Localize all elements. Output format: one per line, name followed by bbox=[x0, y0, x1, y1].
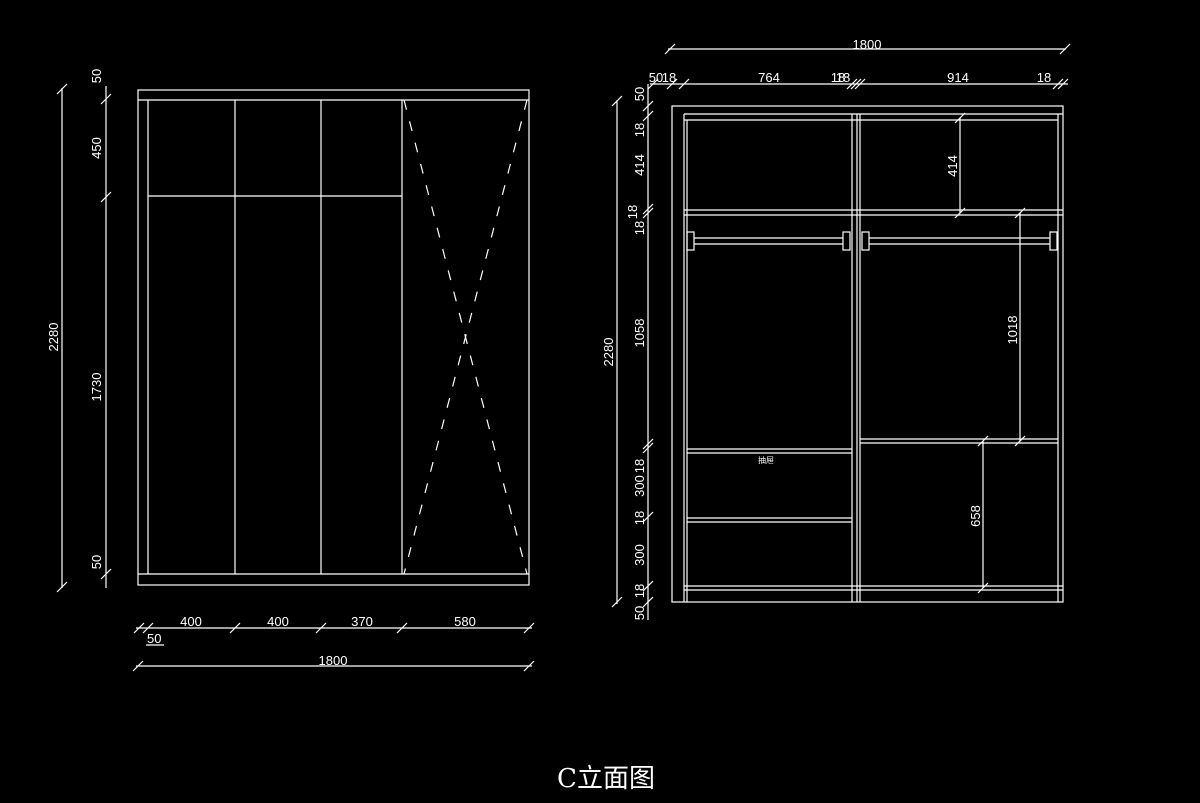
dim-v4: 18 bbox=[625, 205, 640, 219]
dim-tick bbox=[854, 78, 866, 90]
right-top-dimensions: 1800 50 18 764 18 18 914 18 bbox=[647, 37, 1071, 90]
dim-v9: 18 bbox=[632, 511, 647, 525]
dim-tick bbox=[56, 581, 68, 593]
dim-tick bbox=[396, 622, 408, 634]
dim-tick bbox=[611, 95, 623, 107]
dim-tick bbox=[1014, 435, 1026, 447]
dim-tick bbox=[642, 511, 654, 523]
dim-w1: 400 bbox=[180, 614, 202, 629]
dim-tick bbox=[642, 596, 654, 608]
dim-v3: 414 bbox=[632, 154, 647, 176]
dim-tick bbox=[133, 622, 145, 634]
dim-total-width: 1800 bbox=[319, 653, 348, 668]
dim-tick bbox=[642, 580, 654, 592]
dim-tick bbox=[611, 596, 623, 608]
left-horizontal-dimensions: 400 400 370 580 50 1800 bbox=[132, 614, 535, 672]
dim-top-d2: 18 bbox=[662, 70, 676, 85]
dim-top: 50 bbox=[89, 69, 104, 83]
right-inner-dimensions: 414 1018 658 bbox=[945, 112, 1026, 594]
dim-right-total-height: 2280 bbox=[601, 338, 616, 367]
dim-tick bbox=[666, 78, 678, 90]
dim-bottom: 50 bbox=[89, 555, 104, 569]
dim-side: 50 bbox=[147, 631, 161, 646]
rod-bracket-right-b bbox=[1049, 231, 1058, 251]
dim-tick bbox=[1014, 207, 1026, 219]
dim-tick bbox=[1059, 43, 1071, 55]
left-outer-frame bbox=[137, 89, 530, 586]
dim-body: 1730 bbox=[89, 373, 104, 402]
dim-top-d3: 764 bbox=[758, 70, 780, 85]
dim-upper-right: 414 bbox=[945, 155, 960, 177]
dim-tick bbox=[1052, 78, 1064, 90]
dim-tick bbox=[315, 622, 327, 634]
dim-top-d4: 18 bbox=[831, 70, 845, 85]
drawing-title: C立面图 bbox=[557, 764, 655, 794]
dim-tick bbox=[56, 83, 68, 95]
dim-tick bbox=[977, 582, 989, 594]
dim-tick bbox=[846, 78, 858, 90]
dim-w2: 400 bbox=[267, 614, 289, 629]
dim-total-height: 2280 bbox=[46, 323, 61, 352]
rod-bracket-left-a bbox=[686, 231, 695, 251]
dim-tick bbox=[954, 112, 966, 124]
dim-top-d5: 18 bbox=[836, 70, 850, 85]
dim-v8: 300 bbox=[632, 475, 647, 497]
dim-w3: 370 bbox=[351, 614, 373, 629]
dim-tick bbox=[642, 203, 654, 215]
dim-tick bbox=[229, 622, 241, 634]
dim-v7: 18 bbox=[632, 459, 647, 473]
rod-bracket-right-a bbox=[861, 231, 870, 251]
right-elevation: 抽屉 414 1018 658 1800 bbox=[601, 37, 1071, 620]
dim-tick bbox=[642, 100, 654, 112]
dim-tick bbox=[142, 622, 154, 634]
dim-tick bbox=[642, 442, 654, 454]
left-vertical-dimensions: 2280 50 450 1730 50 bbox=[46, 69, 112, 593]
dim-tick bbox=[642, 438, 654, 450]
dim-tick bbox=[132, 660, 144, 672]
dim-upper: 450 bbox=[89, 137, 104, 159]
dim-top-d7: 18 bbox=[1037, 70, 1051, 85]
right-outer-frame bbox=[671, 105, 1064, 603]
dim-tick bbox=[678, 78, 690, 90]
dim-tick bbox=[647, 78, 659, 90]
dim-tick bbox=[1057, 78, 1069, 90]
dim-w4: 580 bbox=[454, 614, 476, 629]
dim-tick bbox=[100, 568, 112, 580]
dim-top-d1: 50 bbox=[649, 70, 663, 85]
dim-top-d6: 914 bbox=[947, 70, 969, 85]
dim-tick bbox=[100, 191, 112, 203]
dim-v2: 18 bbox=[632, 123, 647, 137]
dim-v1: 50 bbox=[632, 87, 647, 101]
dim-tick bbox=[642, 207, 654, 219]
dim-tick bbox=[642, 110, 654, 122]
dim-hanging-right: 1018 bbox=[1005, 316, 1020, 345]
dim-v10: 300 bbox=[632, 544, 647, 566]
dim-tick bbox=[523, 622, 535, 634]
dim-tick bbox=[954, 207, 966, 219]
dim-lower-right: 658 bbox=[968, 505, 983, 527]
right-vertical-dimensions: 2280 50 18 414 18 18 1058 18 300 18 300 … bbox=[601, 84, 654, 620]
dim-tick bbox=[100, 93, 112, 105]
dim-v5: 18 bbox=[632, 221, 647, 235]
dim-tick bbox=[850, 78, 862, 90]
dim-tick bbox=[664, 43, 676, 55]
dim-v6: 1058 bbox=[632, 319, 647, 348]
dim-v12: 50 bbox=[632, 606, 647, 620]
rod-bracket-left-b bbox=[842, 231, 851, 251]
dim-tick bbox=[977, 435, 989, 447]
left-elevation: 2280 50 450 1730 50 400 400 370 580 50 1… bbox=[46, 69, 535, 672]
dim-v11: 18 bbox=[632, 584, 647, 598]
dim-tick bbox=[523, 660, 535, 672]
open-space-cross-b bbox=[403, 99, 528, 575]
dim-top-total: 1800 bbox=[853, 37, 882, 52]
drawer-label: 抽屉 bbox=[758, 455, 774, 465]
